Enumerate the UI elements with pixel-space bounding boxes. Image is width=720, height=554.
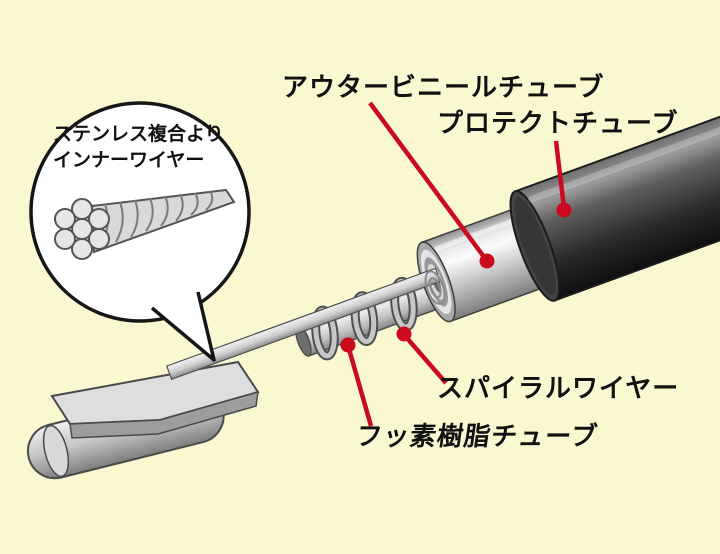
leader-dot-spiral — [396, 326, 412, 342]
protect-tube-highlight — [528, 106, 720, 203]
leader-line-outer-vinyl — [368, 101, 489, 263]
label-spiral-wire: スパイラルワイヤー — [437, 374, 680, 404]
label-fluoro-resin-tube: フッ素樹脂チューブ — [353, 422, 600, 452]
leader-dots — [340, 202, 572, 353]
cable-end-fitting — [26, 360, 260, 480]
strand-circle — [71, 238, 93, 260]
leader-dot-fluoro — [340, 337, 356, 353]
wire-curl-small — [428, 277, 442, 299]
strand-circle — [88, 208, 110, 230]
label-outer-vinyl-tube: アウタービニールチューブ — [282, 73, 605, 103]
callout-text-line2: インナーワイヤー — [53, 149, 205, 171]
stranded-wire-cross-section — [54, 198, 110, 260]
strand-circle — [54, 228, 76, 250]
leader-dot-protect — [556, 202, 572, 218]
leader-lines — [346, 101, 567, 427]
leader-line-spiral — [404, 335, 448, 385]
strand-circle — [88, 228, 110, 250]
label-protect-tube: プロテクトチューブ — [437, 109, 679, 139]
callout-text-line1: ステンレス複合より — [53, 123, 224, 145]
wire-curl-large — [424, 270, 446, 305]
stranded-wire-drawing — [54, 188, 236, 260]
strand-circle — [54, 208, 76, 230]
leader-line-protect — [553, 140, 567, 209]
protect-tube-end-inner — [514, 196, 556, 295]
leader-dot-outer-vinyl — [479, 253, 495, 269]
leader-line-fluoro — [346, 348, 374, 427]
callout-tail-outline — [150, 291, 216, 362]
callout-tail-fill — [152, 292, 214, 360]
cable-layers — [165, 92, 720, 380]
strand-circle — [71, 198, 93, 220]
callout-bubble — [29, 101, 251, 362]
fitting-barrel-end-cap — [42, 424, 70, 478]
fitting-blade-side — [69, 390, 259, 439]
